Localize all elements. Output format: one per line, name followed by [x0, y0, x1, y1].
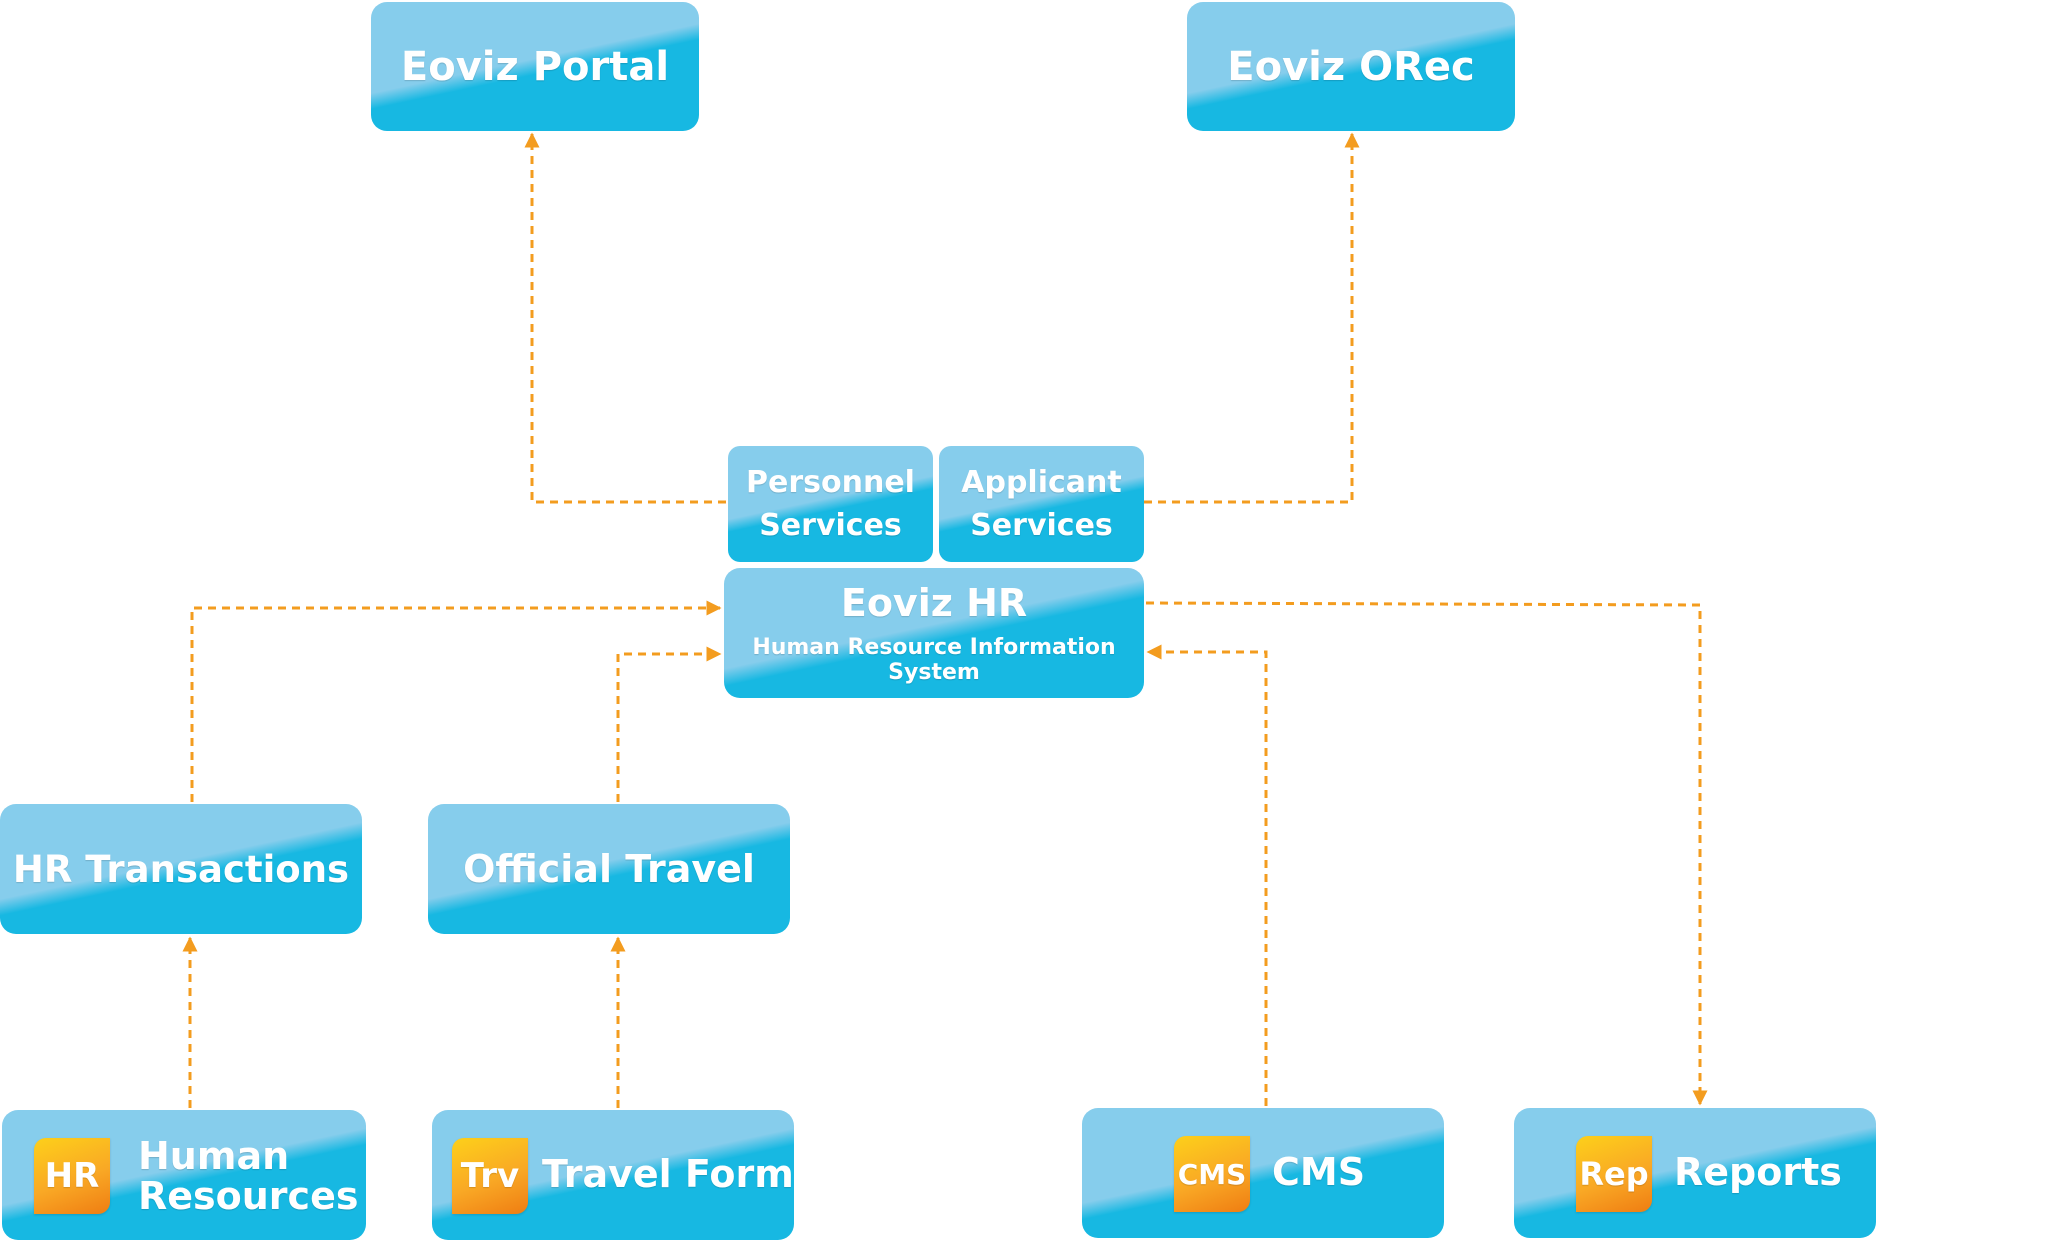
- cms-badge-text: CMS: [1177, 1157, 1247, 1191]
- official-travel-label: Official Travel: [463, 847, 755, 891]
- reports-node[interactable]: Rep Reports: [1514, 1108, 1876, 1238]
- trv-badge-icon: Trv: [452, 1138, 528, 1214]
- hr-transactions-label: HR Transactions: [12, 847, 350, 891]
- arrow-official-travel-to-eoviz-hr: [616, 646, 722, 802]
- cms-node[interactable]: CMS CMS: [1082, 1108, 1444, 1238]
- eoviz-portal-label: Eoviz Portal: [400, 43, 670, 90]
- personnel-services-line1: Personnel: [746, 464, 915, 500]
- personnel-services-line2: Services: [759, 508, 902, 543]
- reports-label: Reports: [1674, 1150, 1842, 1194]
- hr-badge-text: HR: [44, 1156, 100, 1196]
- cms-badge-icon: CMS: [1174, 1136, 1250, 1212]
- eoviz-orec-node[interactable]: Eoviz ORec: [1187, 2, 1515, 131]
- arrow-hr-transactions-to-eoviz-hr: [190, 600, 722, 802]
- applicant-services-line2: Services: [970, 508, 1113, 543]
- applicant-services-node[interactable]: Applicant Services: [939, 446, 1144, 562]
- arrow-eoviz-hr-to-reports: [1145, 601, 1708, 1106]
- cms-label: CMS: [1272, 1150, 1366, 1194]
- trv-badge-text: Trv: [460, 1156, 520, 1196]
- rep-badge-text: Rep: [1579, 1155, 1649, 1193]
- human-resources-node[interactable]: HR Human Resources: [2, 1110, 366, 1240]
- rep-badge-icon: Rep: [1576, 1136, 1652, 1212]
- arrow-personnel-to-portal: [524, 132, 726, 504]
- travel-form-label: Travel Form: [542, 1152, 794, 1196]
- personnel-services-node[interactable]: Personnel Services: [728, 446, 933, 562]
- official-travel-node[interactable]: Official Travel: [428, 804, 790, 934]
- hr-badge-icon: HR: [34, 1138, 110, 1214]
- human-resources-line2: Resources: [138, 1174, 359, 1218]
- eoviz-hr-node[interactable]: Eoviz HR Human Resource Information Syst…: [724, 568, 1144, 698]
- applicant-services-line1: Applicant: [961, 464, 1122, 500]
- eoviz-orec-label: Eoviz ORec: [1227, 43, 1475, 90]
- arrow-applicant-to-orec: [1144, 132, 1360, 504]
- human-resources-line1: Human: [138, 1134, 290, 1178]
- eoviz-portal-node[interactable]: Eoviz Portal: [371, 2, 699, 131]
- hr-transactions-node[interactable]: HR Transactions: [0, 804, 362, 934]
- arrow-cms-to-eoviz-hr: [1146, 644, 1268, 1106]
- travel-form-node[interactable]: Trv Travel Form: [432, 1110, 794, 1240]
- eoviz-hr-title: Eoviz HR: [840, 581, 1028, 625]
- human-resources-label: Human Resources: [138, 1136, 358, 1216]
- eoviz-hr-subtitle: Human Resource Information System: [752, 635, 1116, 685]
